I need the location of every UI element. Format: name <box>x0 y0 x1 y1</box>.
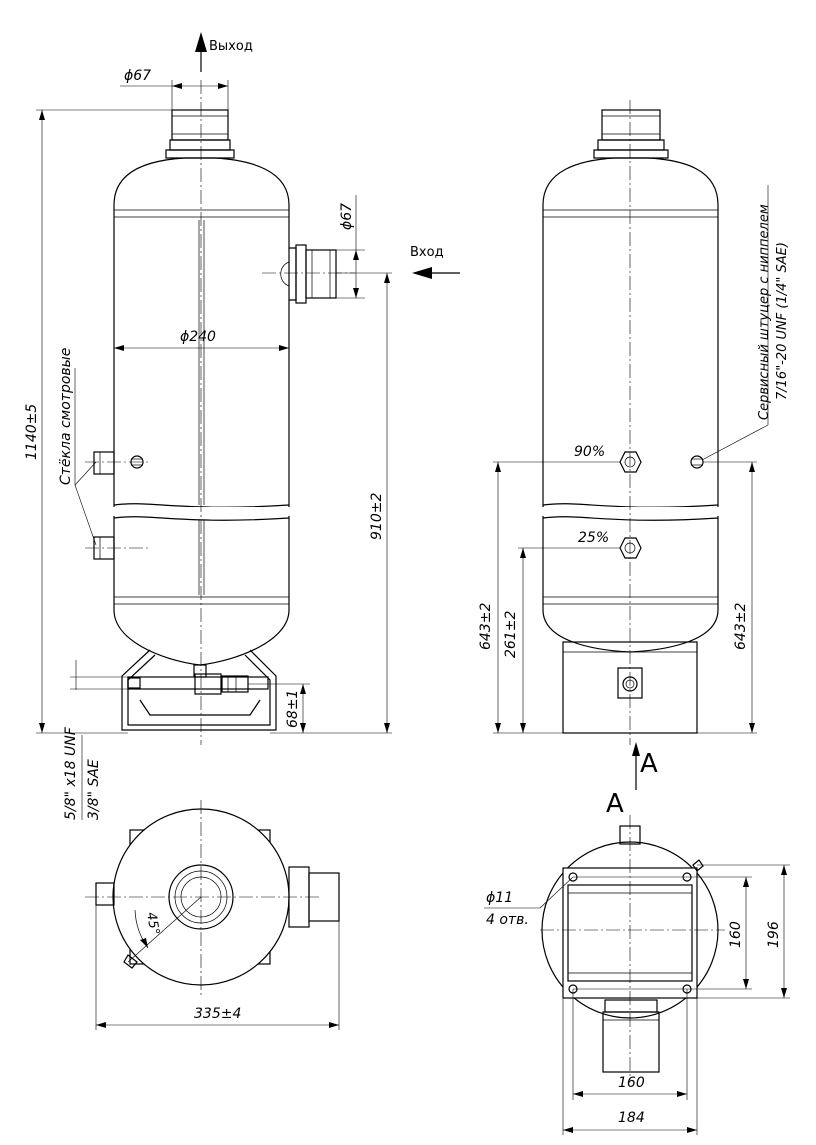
label-pct90: 90% <box>574 444 605 460</box>
label-h643-right: 643±2 <box>733 603 749 650</box>
label-w160-v: 160 <box>728 921 744 948</box>
label-sight-glasses: Стёкла смотровые <box>58 348 74 485</box>
label-w196: 196 <box>766 921 782 948</box>
label-outlet: Выход <box>209 39 253 54</box>
label-conn-sae: 3/8" SAE <box>86 759 102 820</box>
view-a-dimensions <box>484 864 790 1135</box>
label-w160-h: 160 <box>618 1075 645 1091</box>
label-w184: 184 <box>618 1110 645 1126</box>
label-h910: 910±2 <box>369 493 385 540</box>
label-d240: ϕ240 <box>180 329 216 345</box>
label-holes: 4 отв. <box>486 912 529 928</box>
label-h68: 68±1 <box>285 690 301 728</box>
label-service-2: 7/16"-20 UNF (1/4" SAE) <box>775 242 790 400</box>
label-service-1: Сервисный штуцер с ниппелем <box>757 204 772 420</box>
side-dimensions <box>493 185 769 790</box>
side-view <box>539 100 722 745</box>
view-a <box>540 815 725 1080</box>
top-dimensions <box>95 905 340 1030</box>
front-dimensions <box>36 32 460 820</box>
label-d67-side: ϕ67 <box>339 203 355 230</box>
label-angle45: 45° <box>143 911 162 936</box>
top-view <box>85 800 340 995</box>
label-pct25: 25% <box>578 530 609 546</box>
front-view <box>85 80 355 745</box>
label-view-a: A <box>606 789 624 819</box>
label-view-a-arrow: A <box>640 749 658 779</box>
label-d67-top: ϕ67 <box>124 68 151 84</box>
label-h261: 261±2 <box>503 611 519 658</box>
label-h643-left: 643±2 <box>478 603 494 650</box>
label-d11: ϕ11 <box>486 890 513 906</box>
label-conn-unf: 5/8" x18 UNF <box>63 726 79 820</box>
label-inlet: Вход <box>410 245 444 260</box>
label-w335: 335±4 <box>194 1006 241 1022</box>
label-h1140: 1140±5 <box>24 404 40 460</box>
labels: Выход ϕ67 ϕ67 Вход ϕ240 1140±5 910±2 68±… <box>24 39 790 1126</box>
